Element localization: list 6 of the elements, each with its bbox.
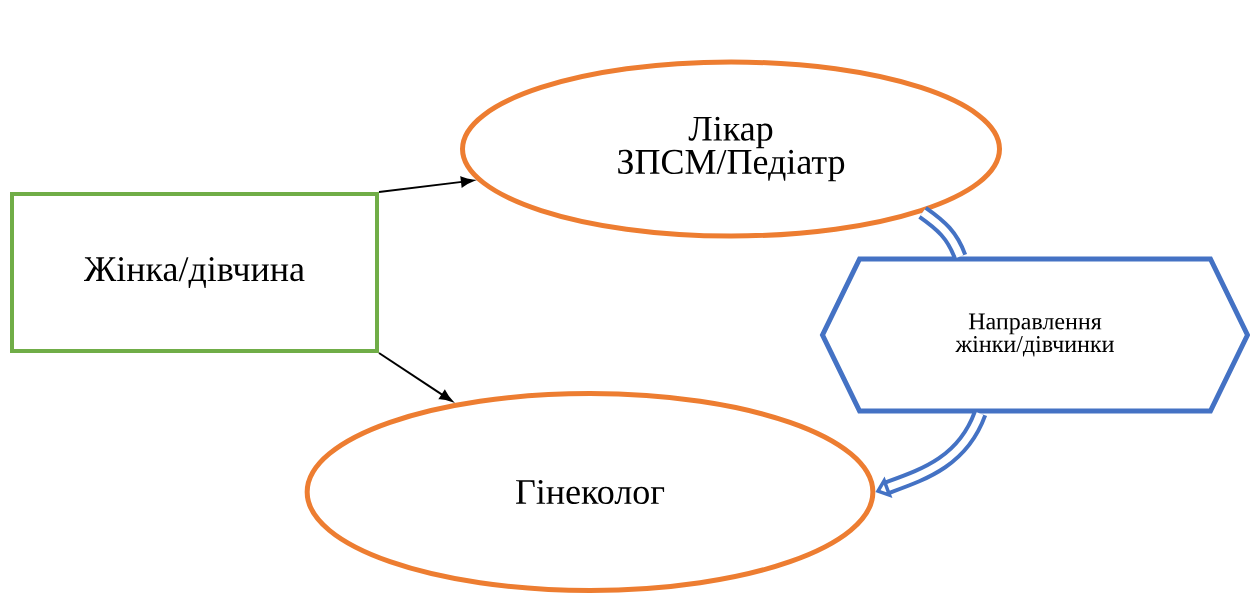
process-box: Жінка/дівчина [10, 192, 379, 353]
ellipse-node: Лікар ЗПСМ/Педіатр [460, 59, 1002, 239]
arrow [378, 352, 453, 402]
ellipse-node: Гінеколог [304, 391, 876, 593]
hexagon-label: Направлення жінки/дівчинки [819, 256, 1250, 414]
arrow [378, 176, 474, 193]
